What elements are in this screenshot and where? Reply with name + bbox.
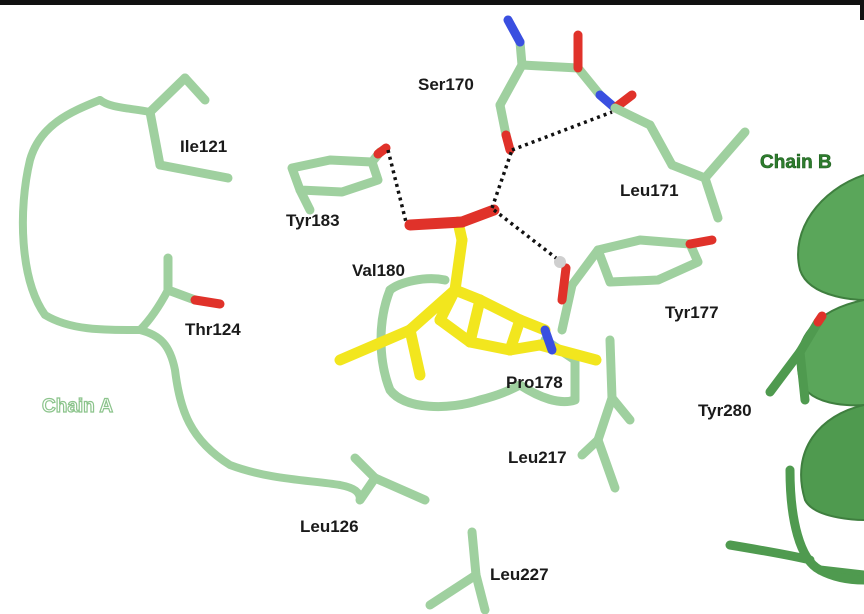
label-chain-a: Chain A [42, 396, 113, 417]
label-pro178: Pro178 [506, 373, 563, 392]
label-thr124: Thr124 [185, 320, 241, 339]
label-tyr177: Tyr177 [665, 303, 719, 322]
label-tyr183: Tyr183 [286, 211, 340, 230]
label-leu126: Leu126 [300, 517, 359, 536]
leu126-residue [350, 453, 430, 505]
hydrogen-bonds [386, 110, 613, 260]
label-ile121: Ile121 [180, 137, 227, 156]
tyr183-oxygen [373, 143, 391, 159]
label-chain-b: Chain B [760, 152, 832, 173]
label-leu171: Leu171 [620, 181, 679, 200]
chain-b-helix [725, 174, 864, 585]
label-ser170: Ser170 [418, 75, 474, 94]
ile121-residue [145, 73, 233, 183]
top-border [0, 0, 864, 5]
ligand-oxygen-1 [404, 216, 468, 231]
thr124-residue [163, 253, 200, 305]
ligand-molecule [334, 216, 602, 381]
tyr183-residue [287, 147, 385, 215]
tyr177-backbone-oxygen [557, 263, 571, 305]
thr124-oxygen [190, 295, 225, 309]
hydrogen-atom [554, 256, 566, 268]
ser170-residue [495, 37, 605, 140]
leu227-residue [425, 527, 490, 614]
label-val180: Val180 [352, 261, 405, 280]
tyr177-oxygen [685, 235, 717, 249]
ser170-og-oxygen [501, 130, 515, 155]
leu217-residue [577, 335, 635, 493]
ser170-nitrogen [503, 15, 525, 47]
top-right-border [860, 0, 864, 20]
pro178-nitrogen [540, 325, 557, 355]
leu171-residue [610, 103, 750, 223]
label-leu227: Leu227 [490, 565, 549, 584]
tyr177-residue [557, 235, 703, 335]
ligand-oxygen-2 [456, 204, 500, 228]
label-leu217: Leu217 [508, 448, 567, 467]
label-tyr280: Tyr280 [698, 401, 752, 420]
